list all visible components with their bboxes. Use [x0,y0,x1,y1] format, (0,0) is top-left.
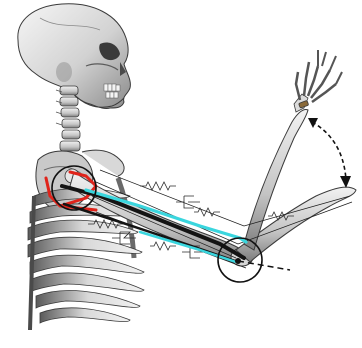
damper-element-icon [176,196,200,208]
forearm-bones [236,110,356,263]
hand-bones [294,50,342,112]
spring-element-icon [150,242,176,250]
rotation-arrow-icon [308,118,351,188]
spring-element-icon [140,182,176,190]
teeth [104,84,120,98]
